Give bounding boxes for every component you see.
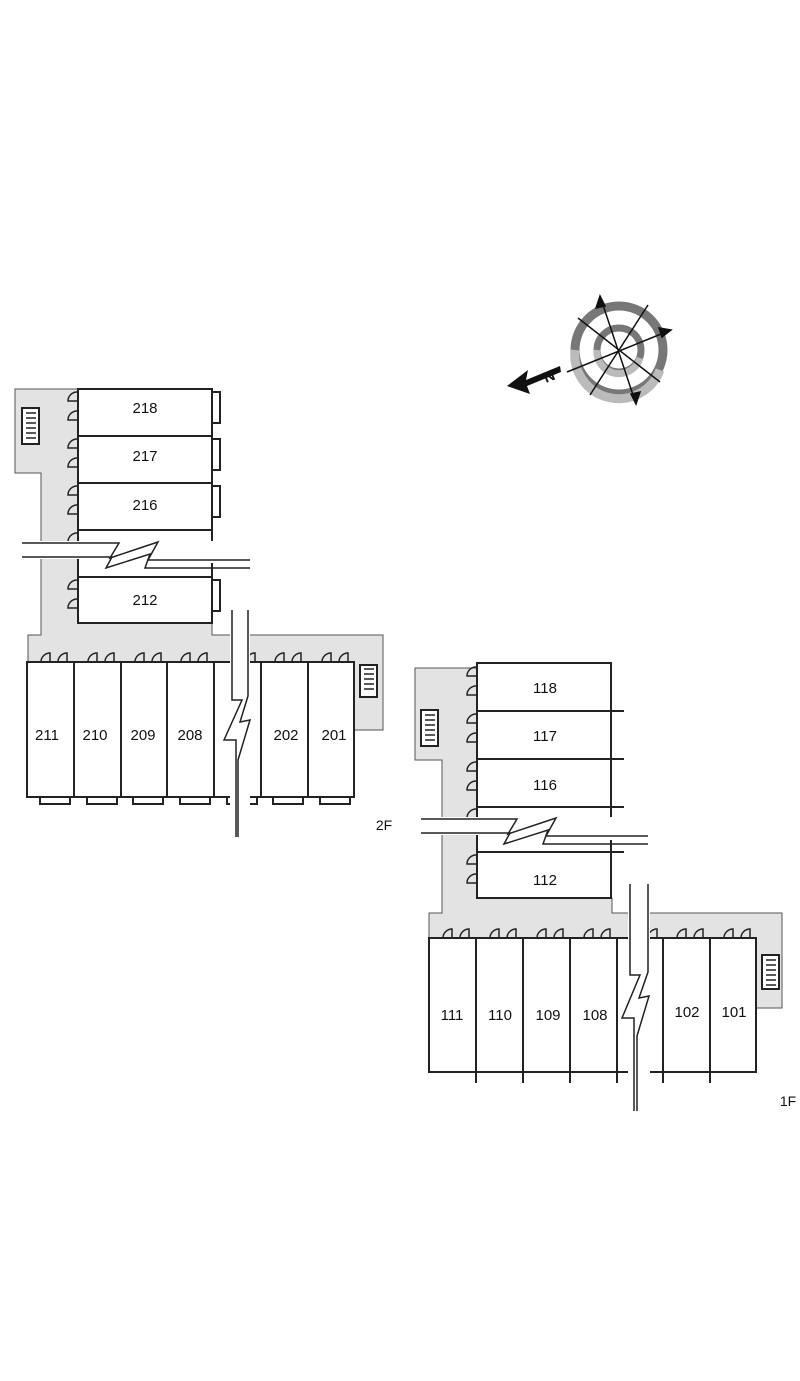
unit-box <box>476 851 612 899</box>
unit-label-217: 217 <box>132 448 157 465</box>
unit-box <box>476 710 612 760</box>
unit-box <box>476 662 612 712</box>
unit-label-110: 110 <box>488 1007 512 1024</box>
unit-box <box>522 937 571 1073</box>
floor-1-units-horizontal: 111 110 109 108 102 101 <box>428 937 757 1083</box>
compass-needles <box>566 294 673 406</box>
floor-2-stairs <box>21 407 378 698</box>
unit-label-111: 111 <box>441 1007 464 1024</box>
unit-box <box>77 435 213 484</box>
unit-label-108: 108 <box>582 1007 607 1024</box>
unit-label-212: 212 <box>132 592 157 609</box>
balcony <box>211 485 221 518</box>
floor-2-units-vertical: 218 217 216 212 <box>77 388 221 624</box>
balcony <box>211 391 221 424</box>
unit-label-216: 216 <box>132 497 157 514</box>
unit-label-218: 218 <box>132 400 157 417</box>
unit-label-109: 109 <box>535 1007 560 1024</box>
unit-box <box>77 482 213 531</box>
floor-1-break-vertical <box>620 884 651 1111</box>
unit-box <box>73 661 122 798</box>
unit-label-102: 102 <box>674 1004 699 1021</box>
floor-2-units-horizontal: 211 210 209 208 202 201 <box>26 661 355 805</box>
unit-label-201: 201 <box>321 727 346 744</box>
unit-label-202: 202 <box>273 727 298 744</box>
balcony <box>211 579 221 612</box>
floor-1-units-vertical: 118 117 116 112 <box>476 662 624 899</box>
floor-label-1f: 1F <box>780 1093 796 1109</box>
unit-box <box>709 937 757 1073</box>
unit-label-117: 117 <box>533 728 557 745</box>
floor-1-plan: 118 117 116 112 111 110 109 108 102 101 <box>414 662 796 1111</box>
floor-label-2f: 2F <box>376 817 392 833</box>
unit-box <box>428 937 477 1073</box>
floor-1-stairs <box>420 709 780 990</box>
unit-label-118: 118 <box>533 680 557 697</box>
unit-label-112: 112 <box>533 872 557 889</box>
unit-box <box>77 388 213 437</box>
floor-2-break-horizontal <box>22 540 250 570</box>
floor-2-break-vertical <box>222 610 252 837</box>
unit-box <box>475 937 524 1073</box>
unit-label-101: 101 <box>721 1004 746 1021</box>
compass-rose: N <box>507 294 673 406</box>
balcony <box>211 438 221 471</box>
unit-label-209: 209 <box>130 727 155 744</box>
unit-label-116: 116 <box>533 777 557 794</box>
floor-1-break-horizontal <box>421 816 648 846</box>
unit-label-211: 211 <box>35 727 59 744</box>
floor-2-plan: 218 217 216 212 211 210 209 <box>14 388 392 837</box>
unit-box <box>476 758 612 808</box>
unit-box <box>26 661 75 798</box>
north-arrow-icon <box>507 366 561 394</box>
unit-label-210: 210 <box>82 727 107 744</box>
unit-label-208: 208 <box>177 727 202 744</box>
unit-box <box>77 576 213 624</box>
unit-box <box>569 937 618 1073</box>
